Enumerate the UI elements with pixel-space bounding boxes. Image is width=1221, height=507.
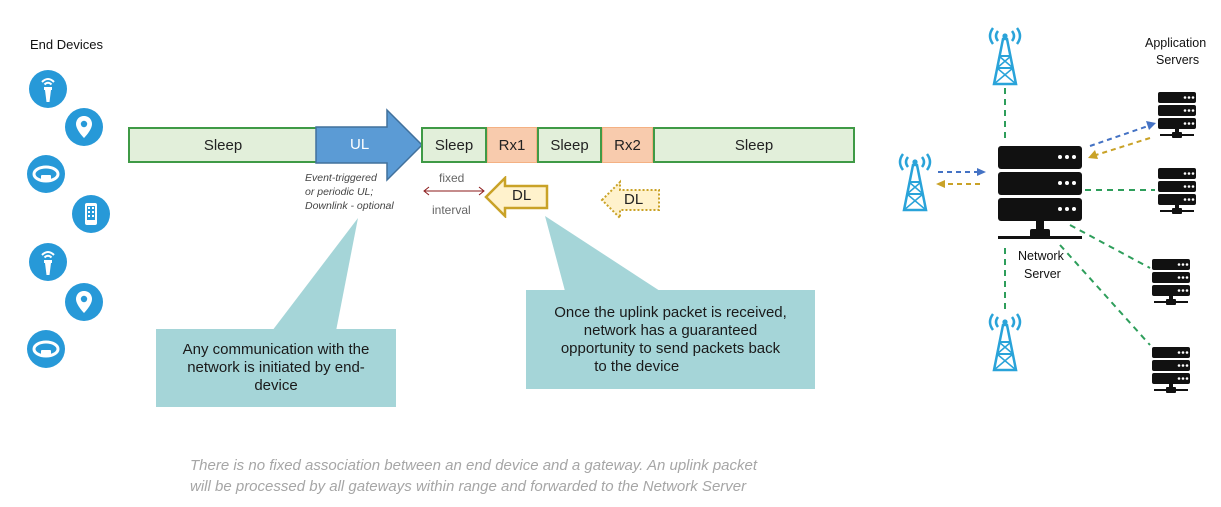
uplink-arrow [315,108,424,182]
downlink-label: DL [512,187,532,204]
timeline-sleep-3: Sleep [537,127,602,163]
left-callout-line2: network is initiated by end- [187,359,365,376]
left-callout-line3: device [254,377,298,394]
footer-note-line1: There is no fixed association between an… [190,457,758,474]
timeline-rx2: Rx2 [602,127,653,163]
left-callout: Any communication with the network is in… [156,329,396,407]
right-callout: Once the uplink packet is received, netw… [526,290,815,389]
uplink-note: Event-triggered or periodic UL; Downlink… [305,171,394,213]
server-rack-icon [998,146,1082,239]
left-callout-line1: Any communication with the [182,341,370,358]
server-rack-icon [1158,92,1196,138]
antenna-tower-icon [988,26,1022,86]
right-callout-line3: opportunity to send packets back [560,339,781,357]
interval-label-top: fixed [439,171,465,185]
application-servers-label-line2: Servers [1156,53,1200,67]
footer-note-line2: will be processed by all gateways within… [190,478,747,495]
gateway-device-icon [29,243,67,281]
footer-note: There is no fixed association between an… [190,455,757,497]
timeline-sleep-4: Sleep [653,127,855,163]
antenna-tower-icon [988,312,1022,372]
right-callout-line1: Once the uplink packet is received, [554,303,787,321]
end-devices-label: End Devices [30,37,103,52]
downlink-arrow [484,176,549,218]
gateway-device-icon [29,70,67,108]
server-rack-icon [1152,259,1190,305]
uplink-note-line1: Event-triggered [305,172,377,184]
location-pin-icon [65,283,103,321]
right-callout-line4: to the device [594,357,680,375]
uplink-note-line3: Downlink - optional [305,200,394,212]
timeline-sleep-2: Sleep [421,127,487,163]
optional-downlink-arrow [600,179,660,221]
location-pin-icon [65,108,103,146]
phone-icon [72,195,110,233]
wristband-icon [27,330,65,368]
network-server-label-line2: Server [1024,267,1061,281]
wristband-icon [27,155,65,193]
application-servers-label-line1: Application [1145,36,1207,50]
timeline-rx1: Rx1 [487,127,537,163]
server-rack-icon [1152,347,1190,393]
timeline-sleep-1: Sleep [128,127,318,163]
uplink-note-line2: or periodic UL; [305,186,374,198]
uplink-label: UL [350,136,370,153]
right-callout-line2: network has a guaranteed [583,321,758,339]
network-server-label-line1: Network [1018,249,1064,263]
interval-label-bottom: interval [432,203,471,217]
optional-downlink-label: DL [624,191,644,208]
server-rack-icon [1158,168,1196,214]
antenna-tower-icon [898,152,932,212]
interval-double-arrow [423,186,485,196]
network-diagram [898,26,1196,393]
